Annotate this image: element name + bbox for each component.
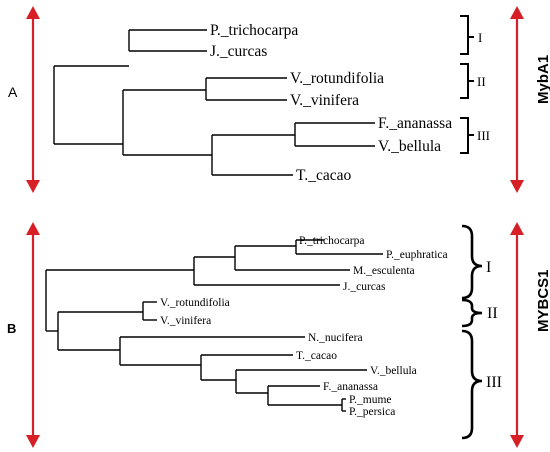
- taxon-label: P._trichocarpa: [299, 235, 364, 247]
- taxon-label: V._rotundifolia: [160, 297, 230, 309]
- clade-label: II: [487, 305, 498, 322]
- panel-b-letter: B: [7, 321, 16, 336]
- taxon-label: N._nucifera: [308, 332, 363, 344]
- panel-a-right-arrow: [510, 6, 524, 193]
- panel-b-left-arrow: [26, 222, 40, 448]
- taxon-label: P._persica: [349, 406, 395, 418]
- panel-b-gene-label: MYBCS1: [535, 269, 550, 332]
- taxon-label: V._vinifera: [290, 92, 359, 109]
- taxon-label: T._cacao: [296, 167, 351, 184]
- taxon-label: V._vinifera: [160, 315, 211, 327]
- taxon-label: V._rotundifolia: [290, 70, 384, 87]
- panel-a-clade-bracket-iii: [460, 117, 474, 154]
- clade-label: II: [477, 74, 486, 89]
- panel-b-clade-brace-iii: [461, 329, 483, 440]
- taxon-label: T._cacao: [296, 350, 337, 362]
- taxon-label: F._ananassa: [378, 115, 452, 132]
- taxon-label: F._ananassa: [323, 381, 378, 393]
- taxon-label: P._mume: [349, 394, 392, 406]
- taxon-label: V._bellula: [378, 138, 441, 155]
- taxon-label: M._esculenta: [353, 265, 415, 277]
- panel-a: A P._trichocarpa J._curcas V._rotundifol: [8, 6, 550, 193]
- clade-label: I: [478, 30, 482, 45]
- taxon-label: J._curcas: [210, 43, 267, 60]
- clade-label: III: [477, 128, 490, 143]
- panel-b-right-arrow: [510, 222, 524, 448]
- panel-b-tree: [45, 239, 383, 412]
- panel-a-gene-label: MybA1: [535, 55, 550, 104]
- taxon-label: P._trichocarpa: [210, 22, 298, 39]
- panel-a-tree: [53, 29, 375, 176]
- clade-label: III: [486, 374, 502, 391]
- panel-a-clade-bracket-ii: [460, 63, 474, 99]
- clade-label: I: [486, 259, 491, 276]
- panel-a-left-arrow: [26, 6, 40, 193]
- panel-a-clade-bracket-i: [460, 15, 474, 55]
- taxon-label: J._curcas: [343, 281, 386, 293]
- panel-a-letter: A: [8, 84, 18, 100]
- panel-b: B: [7, 222, 550, 448]
- panel-b-clade-brace-i: [461, 224, 483, 300]
- panel-b-clade-brace-ii: [461, 298, 483, 328]
- taxon-label: P._euphratica: [386, 249, 448, 261]
- taxon-label: V._bellula: [370, 365, 417, 377]
